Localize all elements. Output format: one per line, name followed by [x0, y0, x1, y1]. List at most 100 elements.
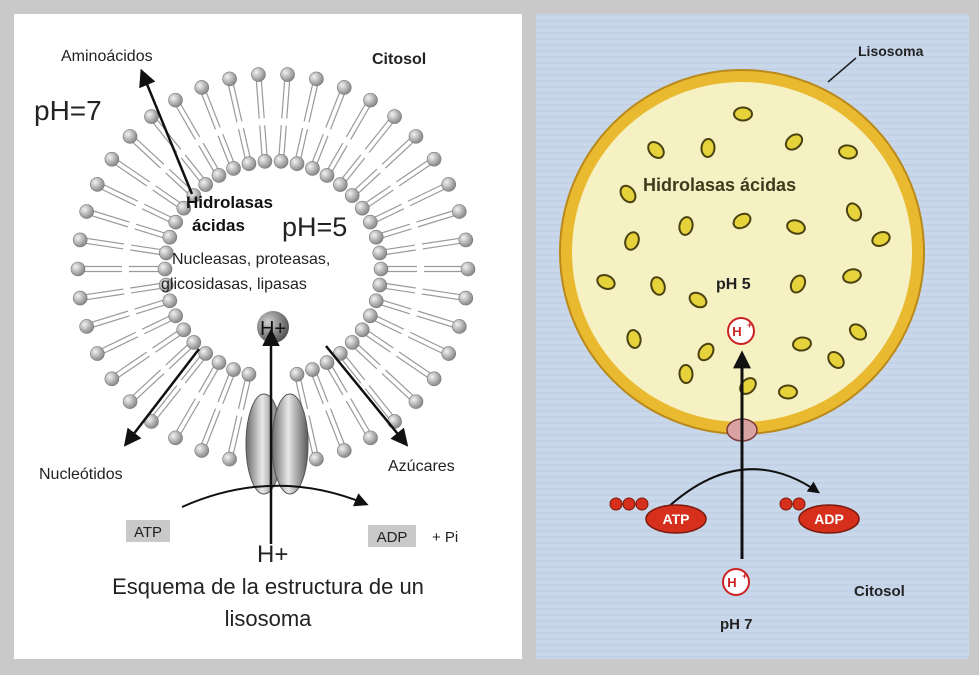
lipid-head — [123, 395, 137, 409]
label-citosol: Citosol — [372, 51, 426, 68]
lipid-head — [363, 309, 377, 323]
label-acidas: ácidas — [192, 216, 245, 235]
label-enzymes-line2: glicosidasas, lipasas — [161, 276, 307, 293]
label-adp-right: ADP — [814, 511, 844, 527]
lipid-head — [388, 110, 402, 124]
label-ph7: pH=7 — [34, 95, 102, 126]
lipid-head — [223, 452, 237, 466]
atp-hydrolysis-arrow — [182, 486, 366, 507]
lysosome-schematic-panel: H+ Aminoácidos Citosol pH=7 Hidrolasas á… — [14, 14, 522, 659]
lipid-head — [305, 363, 319, 377]
lipid-head — [337, 80, 351, 94]
lipid-head — [144, 110, 158, 124]
lipid-head — [452, 319, 466, 333]
lipid-head — [345, 189, 359, 203]
lipid-head — [90, 347, 104, 361]
lipid-head — [187, 335, 201, 349]
lipid-head — [73, 291, 87, 305]
lipid-head — [223, 72, 237, 86]
lipid-head — [442, 347, 456, 361]
lipid-head — [388, 414, 402, 428]
lipid-head — [71, 262, 85, 276]
lysosome-illustration-panel: Lisosoma Hidrolasas ácidas pH 5 H + ATP … — [536, 14, 969, 659]
lipid-head — [105, 372, 119, 386]
lipid-head — [305, 161, 319, 175]
plus-inside: + — [747, 320, 752, 330]
lipid-head — [320, 356, 334, 370]
lipid-head — [169, 431, 183, 445]
lipid-head — [373, 246, 387, 260]
lipid-head — [163, 294, 177, 308]
enzyme-blob — [779, 385, 797, 398]
label-atp-right: ATP — [663, 511, 690, 527]
lysosome-illustration-diagram: Lisosoma Hidrolasas ácidas pH 5 H + ATP … — [536, 14, 969, 659]
lipid-head — [227, 161, 241, 175]
lipid-head — [123, 129, 137, 143]
lipid-head — [309, 452, 323, 466]
label-atp: ATP — [134, 524, 162, 541]
label-adp: ADP — [377, 529, 408, 546]
lipid-head — [105, 152, 119, 166]
lipid-head — [345, 335, 359, 349]
plus-outside: + — [742, 571, 747, 581]
lysosome-schematic-diagram: H+ Aminoácidos Citosol pH=7 Hidrolasas á… — [14, 14, 522, 574]
lipid-head — [227, 363, 241, 377]
label-ph7-right: pH 7 — [720, 616, 753, 633]
lipid-head — [195, 444, 209, 458]
lipid-head — [195, 80, 209, 94]
lipid-head — [369, 230, 383, 244]
lipid-head — [158, 262, 172, 276]
lipid-head — [80, 319, 94, 333]
label-citosol-right: Citosol — [854, 583, 905, 600]
nucleotides-arrow — [126, 349, 199, 444]
aminoacids-arrow — [142, 72, 192, 194]
lipid-head — [258, 154, 272, 168]
lipid-head — [374, 262, 388, 276]
lipid-head — [364, 431, 378, 445]
label-h-plus: H+ — [257, 541, 288, 568]
enzyme-blob — [734, 108, 752, 121]
lipid-head — [169, 215, 183, 229]
label-h-inside: H — [732, 324, 741, 339]
lipid-head — [90, 177, 104, 191]
lipid-head — [369, 294, 383, 308]
label-aminoacidos: Aminoácidos — [61, 48, 153, 65]
lipid-head — [355, 323, 369, 337]
enzyme-blob — [701, 139, 715, 158]
lipid-head — [73, 233, 87, 247]
caption-line1: Esquema de la estructura de un — [14, 574, 522, 600]
caption-line2: lisosoma — [14, 606, 522, 632]
lipid-head — [427, 372, 441, 386]
lipid-head — [452, 205, 466, 219]
lipid-head — [355, 201, 369, 215]
lipid-head — [442, 177, 456, 191]
lipid-head — [212, 356, 226, 370]
label-pi: + Pi — [432, 529, 458, 546]
lipid-head — [242, 367, 256, 381]
lipid-head — [461, 262, 475, 276]
lipid-head — [251, 68, 265, 82]
label-lisosoma: Lisosoma — [858, 43, 924, 59]
lipid-head — [337, 444, 351, 458]
proton-ball-label: H+ — [260, 318, 286, 340]
lipid-head — [290, 157, 304, 171]
lipid-head — [80, 205, 94, 219]
lipid-head — [459, 233, 473, 247]
label-ph5: pH=5 — [282, 212, 347, 242]
label-azucares: Azúcares — [388, 458, 455, 475]
label-ph5-right: pH 5 — [716, 276, 751, 293]
lipid-head — [290, 367, 304, 381]
lipid-head — [363, 215, 377, 229]
label-h-outside: H — [727, 575, 736, 590]
lipid-head — [242, 157, 256, 171]
lipid-head — [364, 93, 378, 107]
lipid-head — [333, 178, 347, 192]
lipid-head — [169, 93, 183, 107]
lipid-head — [309, 72, 323, 86]
label-hidrolasas: Hidrolasas — [186, 193, 273, 212]
lipid-head — [163, 230, 177, 244]
lipid-head — [274, 154, 288, 168]
lipid-head — [409, 129, 423, 143]
enzyme-blob — [679, 365, 693, 384]
label-enzymes-line1: Nucleasas, proteasas, — [172, 251, 330, 268]
